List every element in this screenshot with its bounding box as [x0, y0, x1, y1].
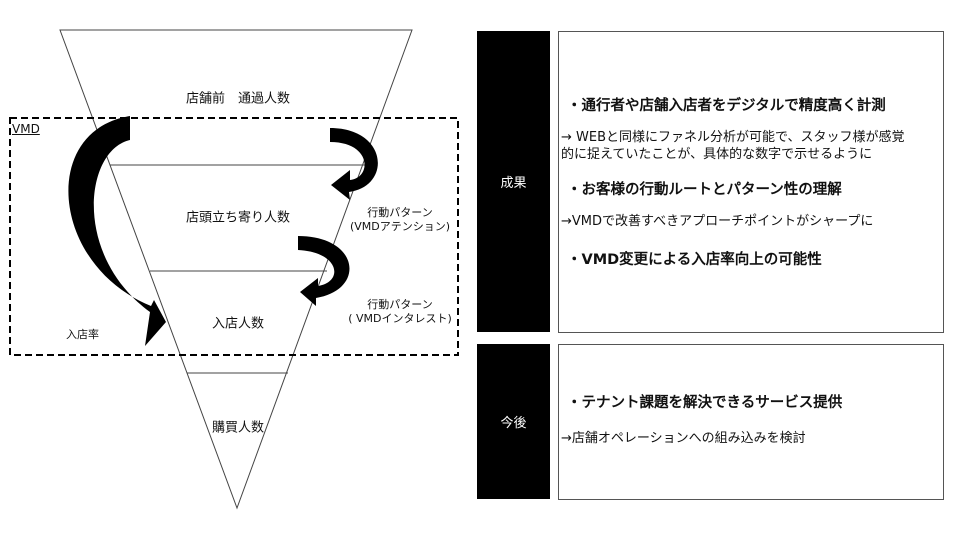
result-title: ・VMD変更による入店率向上の可能性	[567, 252, 822, 268]
future-panel: ・テナント課題を解決できるサービス提供 →店舗オペレーションへの組み込みを検討	[558, 344, 944, 500]
results-panel: ・通行者や店舗入店者をデジタルで精度高く計測 → WEBと同様にファネル分析が可…	[558, 31, 944, 333]
result-title: ・通行者や店舗入店者をデジタルで精度高く計測	[567, 98, 886, 114]
vmd-label: VMD	[12, 122, 40, 136]
future-title: ・テナント課題を解決できるサービス提供	[567, 395, 843, 411]
stage-purchasers: 購買人数	[211, 420, 265, 436]
entry-rate-label: 入店率	[66, 328, 99, 341]
result-detail: →VMDで改善すべきアプローチポイントがシャープに	[561, 214, 874, 229]
result-detail: 的に捉えていたことが、具体的な数字で示せるように	[561, 147, 873, 162]
interest-arrow-icon	[298, 236, 350, 306]
vmd-dashed-box	[9, 117, 459, 356]
result-title: ・お客様の行動ルートとパターン性の理解	[567, 182, 842, 198]
attention-arrow-icon	[330, 128, 378, 200]
funnel-triangle	[59, 29, 413, 510]
stage-passersby: 店舗前 通過人数	[185, 91, 291, 107]
pattern-interest-line: ( VMDインタレスト)	[348, 312, 452, 325]
future-detail: →店舗オペレーションへの組み込みを検討	[561, 431, 806, 446]
pattern-attention-line: (VMDアテンション)	[349, 220, 451, 233]
future-heading: 今後	[477, 344, 550, 499]
pattern-interest-label: 行動パターン ( VMDインタレスト)	[348, 298, 452, 326]
pattern-attention-label: 行動パターン (VMDアテンション)	[350, 206, 450, 234]
results-heading: 成果	[477, 31, 550, 332]
stage-store-entrants: 入店人数	[211, 316, 265, 332]
pattern-interest-line: 行動パターン	[367, 298, 433, 311]
pattern-attention-line: 行動パターン	[367, 206, 433, 219]
stage-storefront-visitors: 店頭立ち寄り人数	[185, 210, 291, 226]
result-detail: → WEBと同様にファネル分析が可能で、スタッフ様が感覚	[561, 130, 905, 145]
entry-rate-arrow-icon	[68, 116, 166, 346]
